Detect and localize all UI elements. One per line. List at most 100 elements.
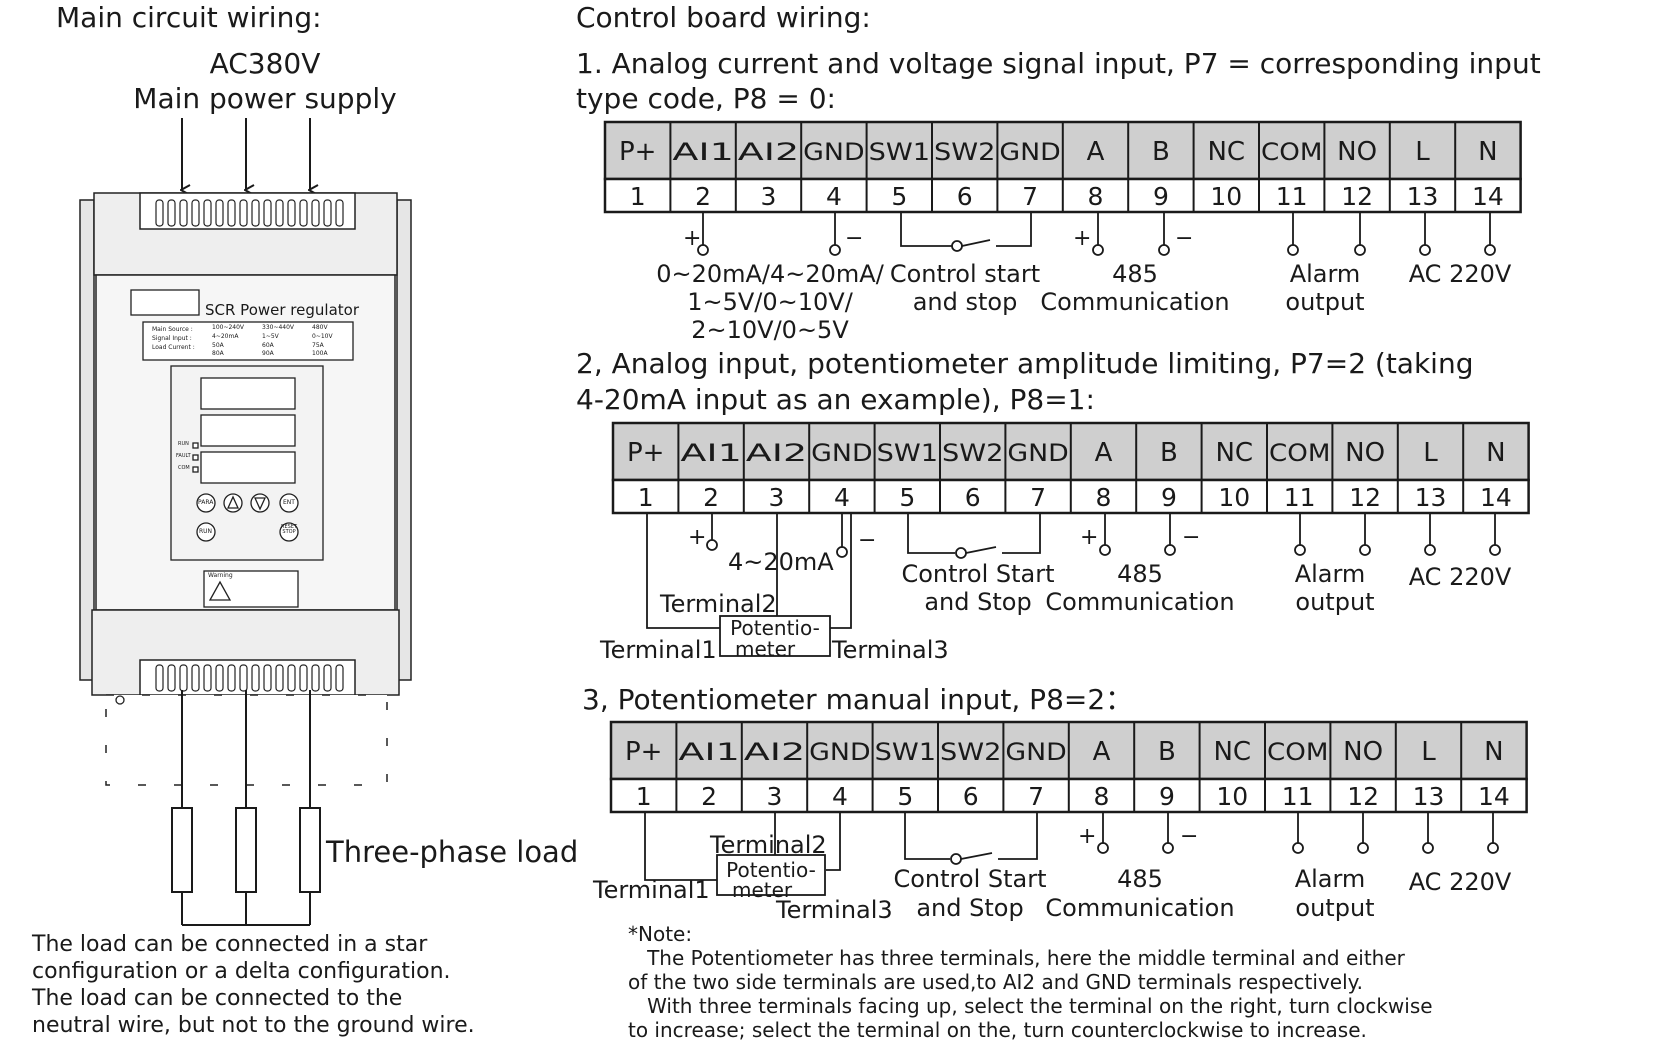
terminal-number-10: 10 [1216,782,1248,811]
terminal-strip-3: P+1AI12AI23GND4SW15SW26GND7A8B9NC10COM11… [609,720,1528,814]
run-button-label: RUN [199,528,213,535]
terminal-number-9: 9 [1159,782,1175,811]
terminal3-label: Terminal3 [776,896,893,924]
minus-sign: − [858,528,877,553]
alarm-label: Alarm [1294,560,1366,588]
ent-button-label: ENT [283,499,295,506]
spec-value: 50A [212,342,224,349]
section3-wiring [644,811,1499,896]
spec-value: 75A [312,342,324,349]
alarm-label: Alarm [1289,260,1361,288]
comm-485-label: 485 [1117,865,1163,893]
terminal-number-6: 6 [963,782,979,811]
load-description-line: neutral wire, but not to the ground wire… [32,1013,475,1038]
terminal-number-6: 6 [965,483,981,512]
terminal-number-3: 3 [761,182,777,211]
terminal-name-10: NC [1213,737,1251,767]
note-line: *Note: [628,922,693,946]
terminal2-label: Terminal2 [710,831,827,859]
terminal-name-8: A [1093,737,1111,767]
control-start-stop-label: and stop [912,288,1018,316]
terminal-name-4: GND [809,738,870,766]
terminal-name-14: N [1478,137,1497,167]
terminal-name-2: AI1 [678,738,739,766]
section2-wiring [646,512,1501,657]
terminal-name-7: GND [1005,738,1066,766]
terminal1-label: Terminal1 [593,876,710,904]
minus-sign: − [1180,824,1199,849]
terminal-number-11: 11 [1276,182,1308,211]
control-start-stop-label: Control Start [901,560,1055,588]
ac220v-label: AC 220V [1408,563,1512,591]
alarm-label: Alarm [1294,865,1366,893]
section1-wiring [697,212,1496,256]
comm-label: Communication [1040,288,1230,316]
section3-title: 3, Potentiometer manual input, P8=2： [582,683,1134,716]
supply-arrows [182,118,310,190]
terminal-number-4: 4 [834,483,850,512]
main-circuit-heading: Main circuit wiring: [56,1,322,34]
spec-value: 80A [212,350,224,357]
terminal-name-5: SW1 [875,738,936,766]
terminal-name-4: GND [811,439,872,467]
terminal-number-1: 1 [636,782,652,811]
terminal-number-10: 10 [1210,182,1242,211]
terminal-number-8: 8 [1096,483,1112,512]
terminal-name-12: NO [1337,137,1377,167]
terminal-name-8: A [1095,438,1113,468]
signal-4-20ma-label: 4~20mA [728,548,834,576]
terminal-number-3: 3 [769,483,785,512]
terminal-name-13: L [1421,737,1436,767]
terminal-name-8: A [1087,137,1105,167]
terminal-name-12: NO [1343,737,1383,767]
device-title: SCR Power regulator [205,301,359,319]
section1-title-cont: type code, P8 = 0: [576,82,836,115]
terminal-number-12: 12 [1341,182,1373,211]
plus-sign: + [1080,525,1099,550]
terminal-number-8: 8 [1094,782,1110,811]
led-label-com: COM [178,465,190,471]
terminal-name-3: AI2 [746,439,807,467]
plus-sign: + [688,525,707,550]
spec-label-load-current: Load Current : [152,344,195,351]
terminal-number-14: 14 [1480,483,1512,512]
spec-value: 330~440V [262,324,295,331]
terminal-name-6: SW2 [942,439,1003,467]
note-block: *Note: The Potentiometer has three termi… [628,922,1433,1042]
terminal-number-13: 13 [1413,782,1445,811]
terminal-number-14: 14 [1472,182,1504,211]
terminal3-label: Terminal3 [832,636,949,664]
signal-range-line: 2~10V/0~5V [691,316,849,344]
terminal-number-1: 1 [630,182,646,211]
terminal-number-5: 5 [891,182,907,211]
note-line: of the two side terminals are used,to AI… [628,970,1363,994]
terminal-name-9: B [1160,438,1178,468]
terminal-name-2: AI1 [672,138,733,166]
spec-value: 0~10V [312,333,333,340]
terminal-number-12: 12 [1347,782,1379,811]
terminal-name-4: GND [803,138,864,166]
terminal-name-10: NC [1215,438,1253,468]
potentiometer-label-cont: meter [735,637,796,661]
led-label-run: RUN [178,441,189,447]
terminal-number-11: 11 [1284,483,1316,512]
terminal-number-4: 4 [826,182,842,211]
terminal-name-9: B [1152,137,1170,167]
minus-sign: − [1182,525,1201,550]
terminal-number-7: 7 [1030,483,1046,512]
terminal-name-11: COM [1261,138,1322,166]
load-description-line: The load can be connected in a star [32,932,428,957]
control-start-stop-label: and Stop [924,588,1032,616]
device-front-panel [115,289,354,705]
terminal-name-3: AI2 [738,138,799,166]
alarm-output-label: output [1295,894,1375,922]
terminal-name-1: P+ [627,438,664,468]
terminal-number-5: 5 [897,782,913,811]
terminal-name-11: COM [1267,738,1328,766]
terminal-number-11: 11 [1282,782,1314,811]
section1-title: 1. Analog current and voltage signal inp… [576,47,1541,80]
load-description-line: configuration or a delta configuration. [32,959,451,984]
terminal-number-10: 10 [1218,483,1250,512]
terminal-name-13: L [1415,137,1430,167]
